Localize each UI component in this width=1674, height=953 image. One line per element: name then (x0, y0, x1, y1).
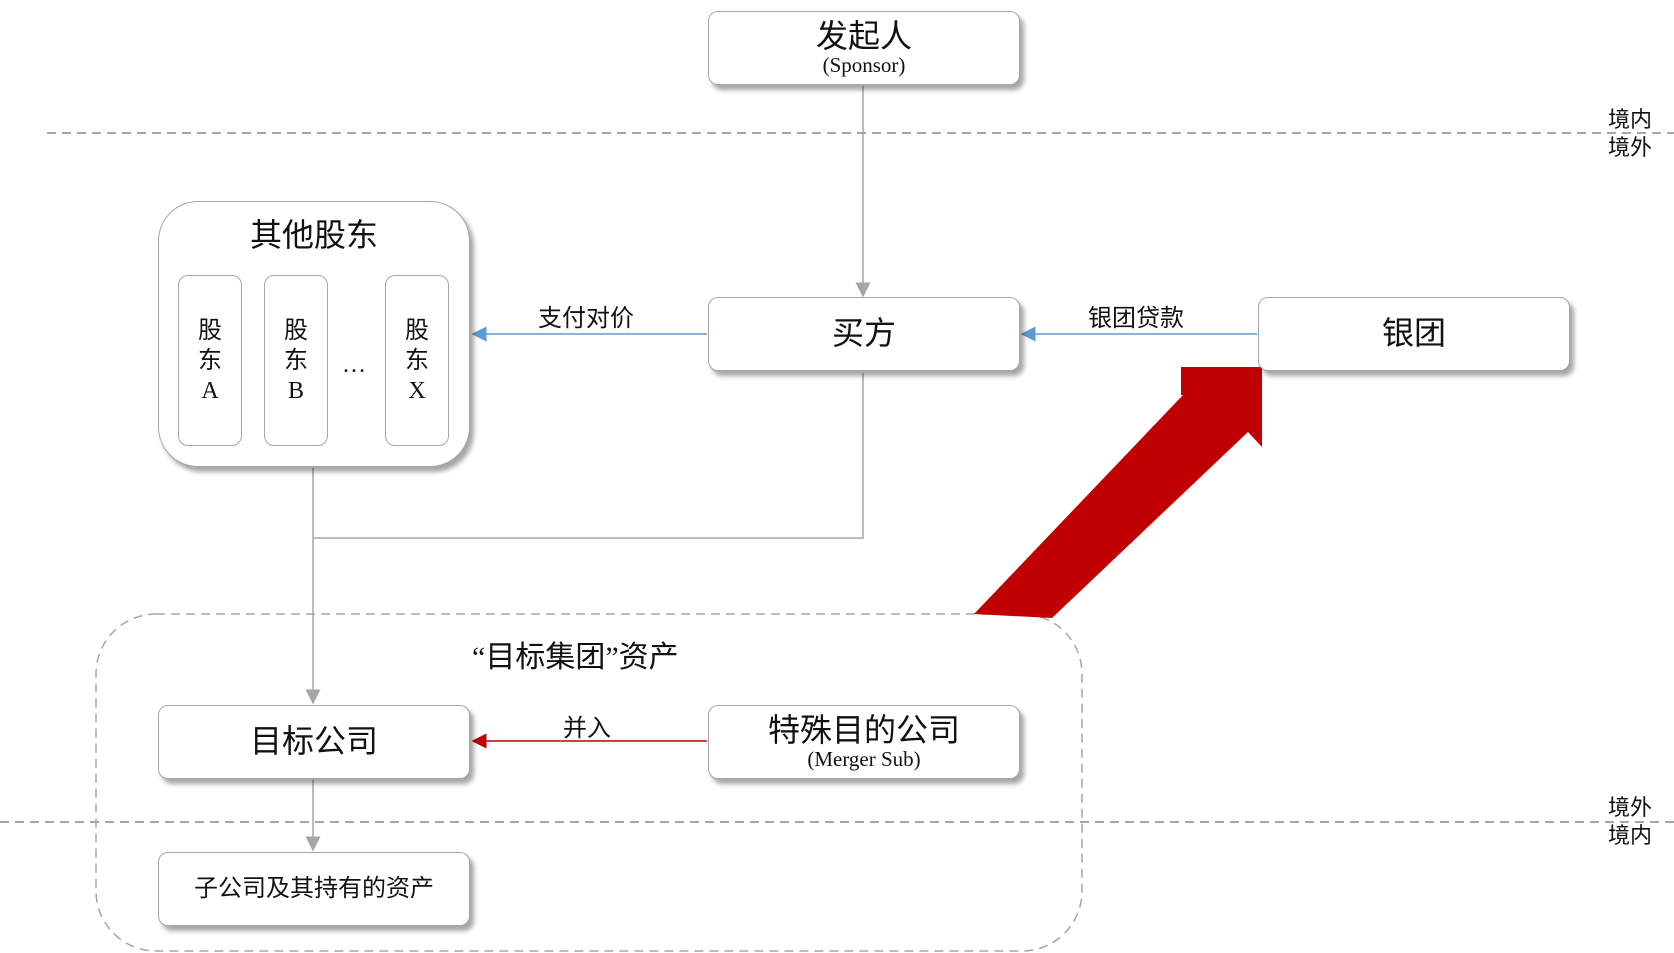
shareholder-x[interactable]: 股 东 X (385, 275, 449, 446)
merge-label: 并入 (563, 716, 611, 742)
merger-sub-node[interactable]: 特殊目的公司 (Merger Sub) (708, 705, 1020, 779)
border-top-above: 境内 (1608, 107, 1653, 132)
buyer-title: 买方 (831, 315, 896, 352)
loan-label: 银团贷款 (1088, 306, 1184, 332)
target-company-title: 目标公司 (249, 723, 378, 760)
sponsor-title: 发起人 (815, 17, 912, 54)
bank-node[interactable]: 银团 (1258, 297, 1570, 371)
shareholder-a-line2: 东 (198, 347, 222, 374)
border-bottom-above: 境外 (1608, 795, 1653, 820)
bank-title: 银团 (1381, 315, 1446, 352)
target-group-label: “目标集团”资产 (472, 641, 679, 674)
shareholder-b-line2: 东 (284, 347, 308, 374)
shareholder-a-line1: 股 (198, 317, 222, 344)
buyer-to-target-line (313, 373, 864, 539)
shareholder-x-line3: X (408, 377, 426, 404)
sponsor-subtitle: (Sponsor) (822, 53, 906, 78)
border-bottom-below: 境内 (1608, 822, 1653, 848)
shareholders-ellipsis: … (342, 352, 366, 378)
sponsor-node[interactable]: 发起人 (Sponsor) (708, 11, 1020, 85)
border-bottom-labels: 境外 境内 (1608, 794, 1652, 849)
subsidiaries-node[interactable]: 子公司及其持有的资产 (158, 852, 470, 926)
border-top-labels: 境内 境外 (1608, 106, 1652, 161)
shareholder-b-line3: B (287, 377, 304, 404)
shareholder-b-line1: 股 (284, 317, 308, 344)
target-company-node[interactable]: 目标公司 (158, 705, 470, 779)
shareholder-b[interactable]: 股 东 B (264, 275, 328, 446)
guarantee-arrow (974, 367, 1262, 618)
shareholder-a-line3: A (201, 377, 219, 404)
shareholder-x-line1: 股 (405, 317, 429, 344)
other-shareholders-title: 其他股东 (249, 217, 378, 253)
shareholder-x-line2: 东 (405, 347, 429, 374)
merger-sub-subtitle: (Merger Sub) (807, 747, 921, 772)
merger-sub-title: 特殊目的公司 (767, 711, 960, 748)
shareholder-a[interactable]: 股 东 A (178, 275, 242, 446)
pay-label: 支付对价 (538, 306, 634, 332)
target-group-region (95, 613, 1083, 952)
buyer-node[interactable]: 买方 (708, 297, 1020, 371)
border-top-below: 境外 (1608, 134, 1653, 160)
subsidiaries-title: 子公司及其持有的资产 (194, 875, 434, 902)
